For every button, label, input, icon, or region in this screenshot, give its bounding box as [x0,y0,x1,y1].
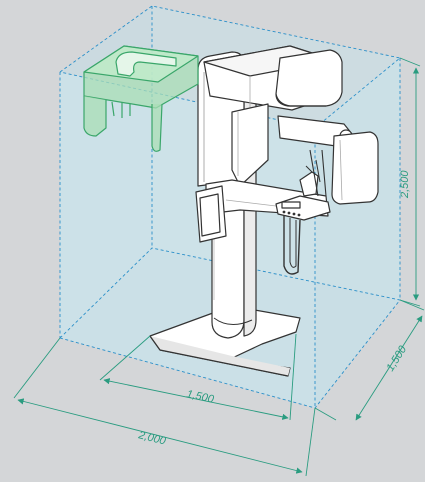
dimension-label-room-height: 2,500 [399,170,411,199]
patient-support [195,149,331,275]
dimension-lines [13,57,425,477]
dimension-arrow-icon [103,378,289,420]
control-panel-buttons [282,210,301,217]
dimension-label-room-width: 1,500 [185,388,215,406]
xray-unit [149,45,379,377]
c-arm [231,103,379,205]
top-arm [203,45,343,111]
ceiling-mount-highlight [83,45,199,152]
dimension-arrow-icon [17,398,303,474]
dimension-label-room-depth: 1,500 [384,343,409,373]
dimension-label-total-width: 2,000 [136,429,167,448]
base-foot [149,305,301,377]
dimension-arrow-icon [355,315,423,421]
